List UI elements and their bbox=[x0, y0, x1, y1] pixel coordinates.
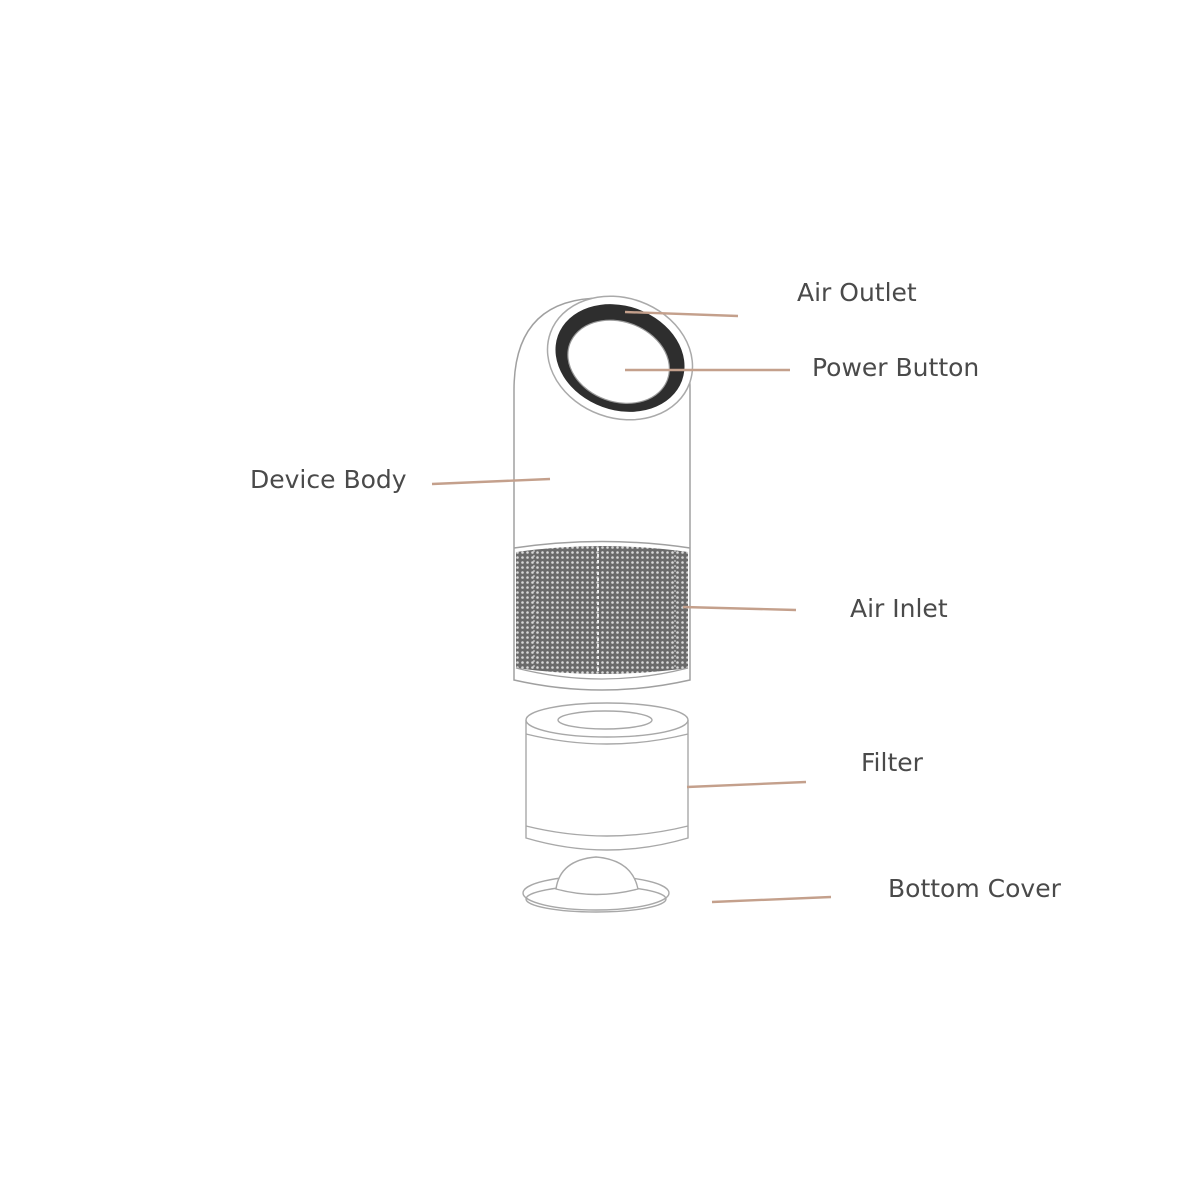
leader-line-filter bbox=[686, 780, 807, 789]
label-bottom-cover: Bottom Cover bbox=[888, 874, 1061, 903]
leader-line-air-inlet bbox=[682, 605, 797, 612]
air-outlet-ring bbox=[546, 295, 694, 421]
label-filter: Filter bbox=[861, 748, 923, 777]
label-device-body: Device Body bbox=[250, 465, 407, 494]
label-power-button: Power Button bbox=[812, 353, 980, 382]
filter-drawing bbox=[525, 702, 689, 851]
bottom-cover-drawing bbox=[522, 856, 670, 913]
leader-line-device-body bbox=[431, 477, 551, 486]
leader-line-bottom-cover bbox=[711, 895, 832, 904]
leader-lines bbox=[431, 310, 832, 904]
label-air-inlet: Air Inlet bbox=[850, 594, 948, 623]
leader-line-air-outlet bbox=[624, 310, 739, 318]
air-inlet-grille bbox=[516, 546, 688, 674]
label-air-outlet: Air Outlet bbox=[797, 278, 917, 307]
